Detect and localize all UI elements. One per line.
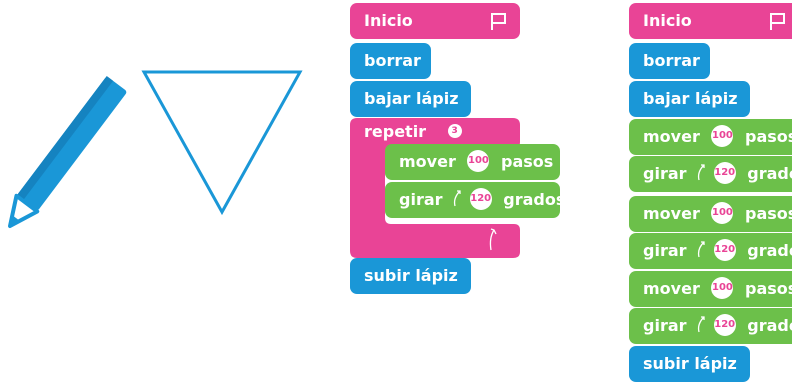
turn-right-icon (698, 240, 705, 257)
turn-value[interactable]: 120 (713, 161, 736, 184)
repeat-header: repetir 3 (350, 118, 520, 146)
move-unit: pasos (745, 204, 792, 223)
move-block-1[interactable]: mover 100 pasos (629, 119, 792, 155)
move-label: mover (643, 204, 700, 223)
turn-block[interactable]: girar 120 grados (385, 182, 565, 218)
turn-unit: grados (747, 164, 792, 183)
move-value[interactable]: 100 (711, 201, 734, 224)
start-block-linear[interactable]: Inicio (629, 3, 792, 39)
turn-value[interactable]: 120 (713, 313, 736, 336)
pen-down-label: bajar lápiz (643, 89, 738, 108)
flag-icon (491, 13, 506, 30)
move-unit: pasos (745, 279, 792, 298)
pen-down-label: bajar lápiz (364, 89, 459, 108)
pencil-icon (8, 76, 127, 228)
pen-down-block[interactable]: bajar lápiz (350, 81, 471, 117)
move-value[interactable]: 100 (711, 124, 734, 147)
turn-label: girar (399, 190, 443, 209)
turn-value[interactable]: 120 (713, 238, 736, 261)
clear-label: borrar (364, 51, 421, 70)
turn-value[interactable]: 120 (469, 187, 492, 210)
clear-block-linear[interactable]: borrar (629, 43, 710, 79)
move-unit: pasos (745, 127, 792, 146)
flag-icon (770, 13, 785, 30)
pen-up-label: subir lápiz (364, 266, 458, 285)
repeat-count[interactable]: 3 (447, 123, 462, 138)
turn-right-icon (698, 315, 705, 332)
move-block[interactable]: mover 100 pasos (385, 144, 560, 180)
pen-up-label: subir lápiz (643, 354, 737, 373)
start-block[interactable]: Inicio (350, 3, 520, 39)
turn-label: girar (643, 164, 687, 183)
clear-block[interactable]: borrar (350, 43, 431, 79)
move-block-2[interactable]: mover 100 pasos (629, 196, 792, 232)
turn-unit: grados (747, 241, 792, 260)
start-label: Inicio (364, 11, 413, 30)
turn-block-3[interactable]: girar 120 grados (629, 308, 792, 344)
pen-up-block[interactable]: subir lápiz (350, 258, 471, 294)
move-value[interactable]: 100 (711, 276, 734, 299)
turn-unit: grados (747, 316, 792, 335)
pen-up-block-linear[interactable]: subir lápiz (629, 346, 750, 382)
turn-block-1[interactable]: girar 120 grados (629, 156, 792, 192)
move-label: mover (643, 127, 700, 146)
move-unit: pasos (501, 152, 554, 171)
turn-label: girar (643, 241, 687, 260)
turn-right-icon (454, 189, 461, 206)
repeat-label: repetir (364, 122, 427, 141)
move-label: mover (399, 152, 456, 171)
start-label: Inicio (643, 11, 692, 30)
turn-right-icon (698, 163, 705, 180)
turn-label: girar (643, 316, 687, 335)
pen-down-block-linear[interactable]: bajar lápiz (629, 81, 750, 117)
turn-unit: grados (503, 190, 566, 209)
move-block-3[interactable]: mover 100 pasos (629, 271, 792, 307)
clear-label: borrar (643, 51, 700, 70)
triangle-icon (141, 70, 303, 216)
move-value[interactable]: 100 (467, 149, 490, 172)
turn-block-2[interactable]: girar 120 grados (629, 233, 792, 269)
move-label: mover (643, 279, 700, 298)
